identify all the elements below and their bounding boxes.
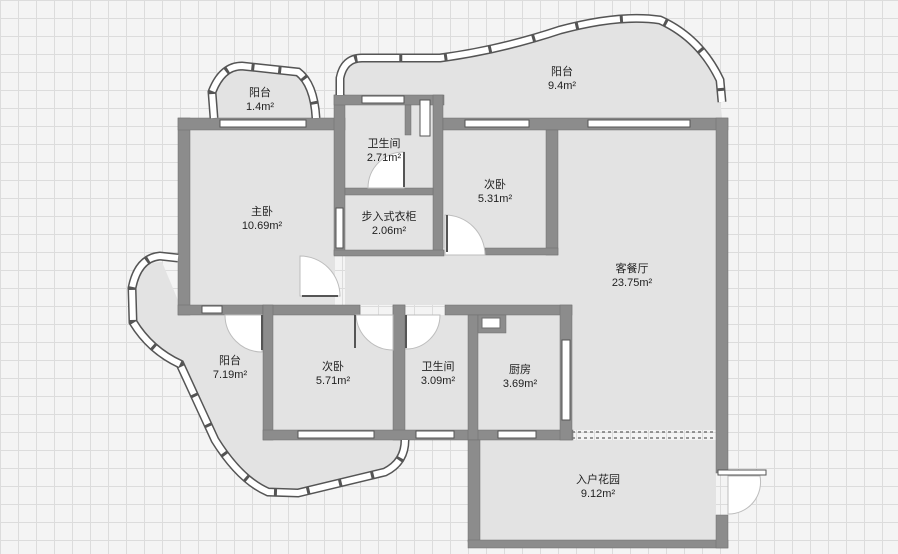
room-bedroom-bottom: 次卧 5.71m² <box>316 359 351 387</box>
railing-balcony-top-inner <box>337 15 725 103</box>
window-bedroom-bottom <box>297 430 375 439</box>
room-living-dining: 客餐厅 23.75m² <box>612 261 653 289</box>
window-kitchen-bottom <box>497 430 537 439</box>
room-name: 客餐厅 <box>616 261 649 275</box>
room-bathroom-bottom: 卫生间 3.09m² <box>421 359 456 387</box>
kitchen-flue-opening <box>481 317 501 329</box>
window-closet-left <box>335 207 344 249</box>
window-living-top <box>587 119 691 128</box>
window-master-bottom <box>201 305 223 314</box>
room-bathroom-top: 卫生间 2.71m² <box>367 136 402 164</box>
room-name: 厨房 <box>509 363 531 376</box>
window-bath-top <box>361 95 405 104</box>
wall-bath-inner <box>404 104 412 136</box>
wall-garden-bottom <box>467 539 729 549</box>
door-master <box>299 255 341 297</box>
room-name: 次卧 <box>322 359 344 373</box>
room-master-bedroom: 主卧 10.69m² <box>242 205 283 232</box>
wall-bedroom-top-bottom <box>484 247 559 256</box>
wall-kitchen-left <box>467 314 479 441</box>
wall-right-exterior <box>715 117 729 474</box>
wall-bedroom-bottom-left <box>262 304 274 441</box>
room-name: 主卧 <box>251 205 273 218</box>
room-area: 7.19m² <box>213 369 248 381</box>
room-area: 5.31m² <box>478 193 513 205</box>
floor-balcony-left <box>132 262 405 492</box>
room-area: 2.06m² <box>372 225 407 237</box>
wall-garden-right <box>715 514 729 549</box>
window-kitchen-right <box>561 339 571 421</box>
room-name: 阳台 <box>219 353 241 367</box>
room-area: 5.71m² <box>316 375 351 387</box>
room-balcony-top-left: 阳台 1.4m² <box>246 85 274 113</box>
room-bedroom-top: 次卧 5.31m² <box>478 177 513 205</box>
wall-lower-top-c <box>444 304 573 316</box>
room-area: 3.69m² <box>503 378 538 390</box>
room-name: 卫生间 <box>368 136 401 150</box>
wall-bedroom-bottom-right <box>392 304 406 441</box>
room-area: 3.09m² <box>421 375 456 387</box>
window-master-top <box>219 119 307 128</box>
room-name: 步入式衣柜 <box>362 209 417 223</box>
door-bedroom-bottom <box>355 314 394 351</box>
room-balcony-top: 阳台 9.4m² <box>548 64 576 92</box>
room-name: 阳台 <box>551 64 573 78</box>
floor-kitchen <box>478 315 560 430</box>
room-area: 23.75m² <box>612 277 653 289</box>
wall-bath-mid <box>344 187 434 196</box>
room-name: 卫生间 <box>422 359 455 373</box>
door-leaves <box>261 152 448 350</box>
room-labels: 阳台 1.4m² 阳台 9.4m² 卫生间 2.71m² 步入式衣柜 2.06m… <box>213 64 653 500</box>
room-area: 9.4m² <box>548 80 576 92</box>
wall-garden-left <box>467 439 481 543</box>
floor-entry-garden <box>480 440 716 540</box>
door-entry <box>727 475 762 515</box>
railing-balcony-left-inner <box>128 252 408 497</box>
room-name: 入户花园 <box>576 472 620 486</box>
window-bath-inner <box>419 99 431 137</box>
room-area: 9.12m² <box>581 488 616 500</box>
room-area: 10.69m² <box>242 220 283 232</box>
wall-bath-right <box>432 94 444 256</box>
floor-balcony-top <box>335 20 722 119</box>
floor-living <box>345 130 716 430</box>
window-bedroom-top <box>464 119 530 128</box>
room-name: 次卧 <box>484 177 506 191</box>
windows <box>201 95 767 476</box>
floor-closet <box>345 195 433 250</box>
room-area: 1.4m² <box>246 101 274 113</box>
door-bath-bottom <box>405 314 441 350</box>
wall-bedroom-top-right <box>545 129 559 256</box>
room-balcony-left: 阳台 7.19m² <box>213 353 248 381</box>
window-bath-bottom <box>415 430 455 439</box>
room-area: 2.71m² <box>367 152 402 164</box>
wall-master-left <box>177 117 191 316</box>
doors <box>224 151 762 515</box>
window-garden-right <box>717 469 767 476</box>
door-bedroom-top <box>444 214 486 256</box>
room-kitchen: 厨房 3.69m² <box>503 363 538 390</box>
door-balcony-left <box>224 314 263 353</box>
wall-lower-top-a <box>262 304 361 316</box>
room-entry-garden: 入户花园 9.12m² <box>576 472 620 500</box>
balcony-railings <box>127 13 727 498</box>
floor-areas <box>132 20 722 540</box>
wall-closet-bottom <box>333 249 445 257</box>
room-name: 阳台 <box>249 85 271 99</box>
room-walk-in-closet: 步入式衣柜 2.06m² <box>362 209 417 237</box>
floor-balcony-top-left <box>212 66 318 118</box>
railing-balcony-top-left-inner <box>208 62 319 119</box>
